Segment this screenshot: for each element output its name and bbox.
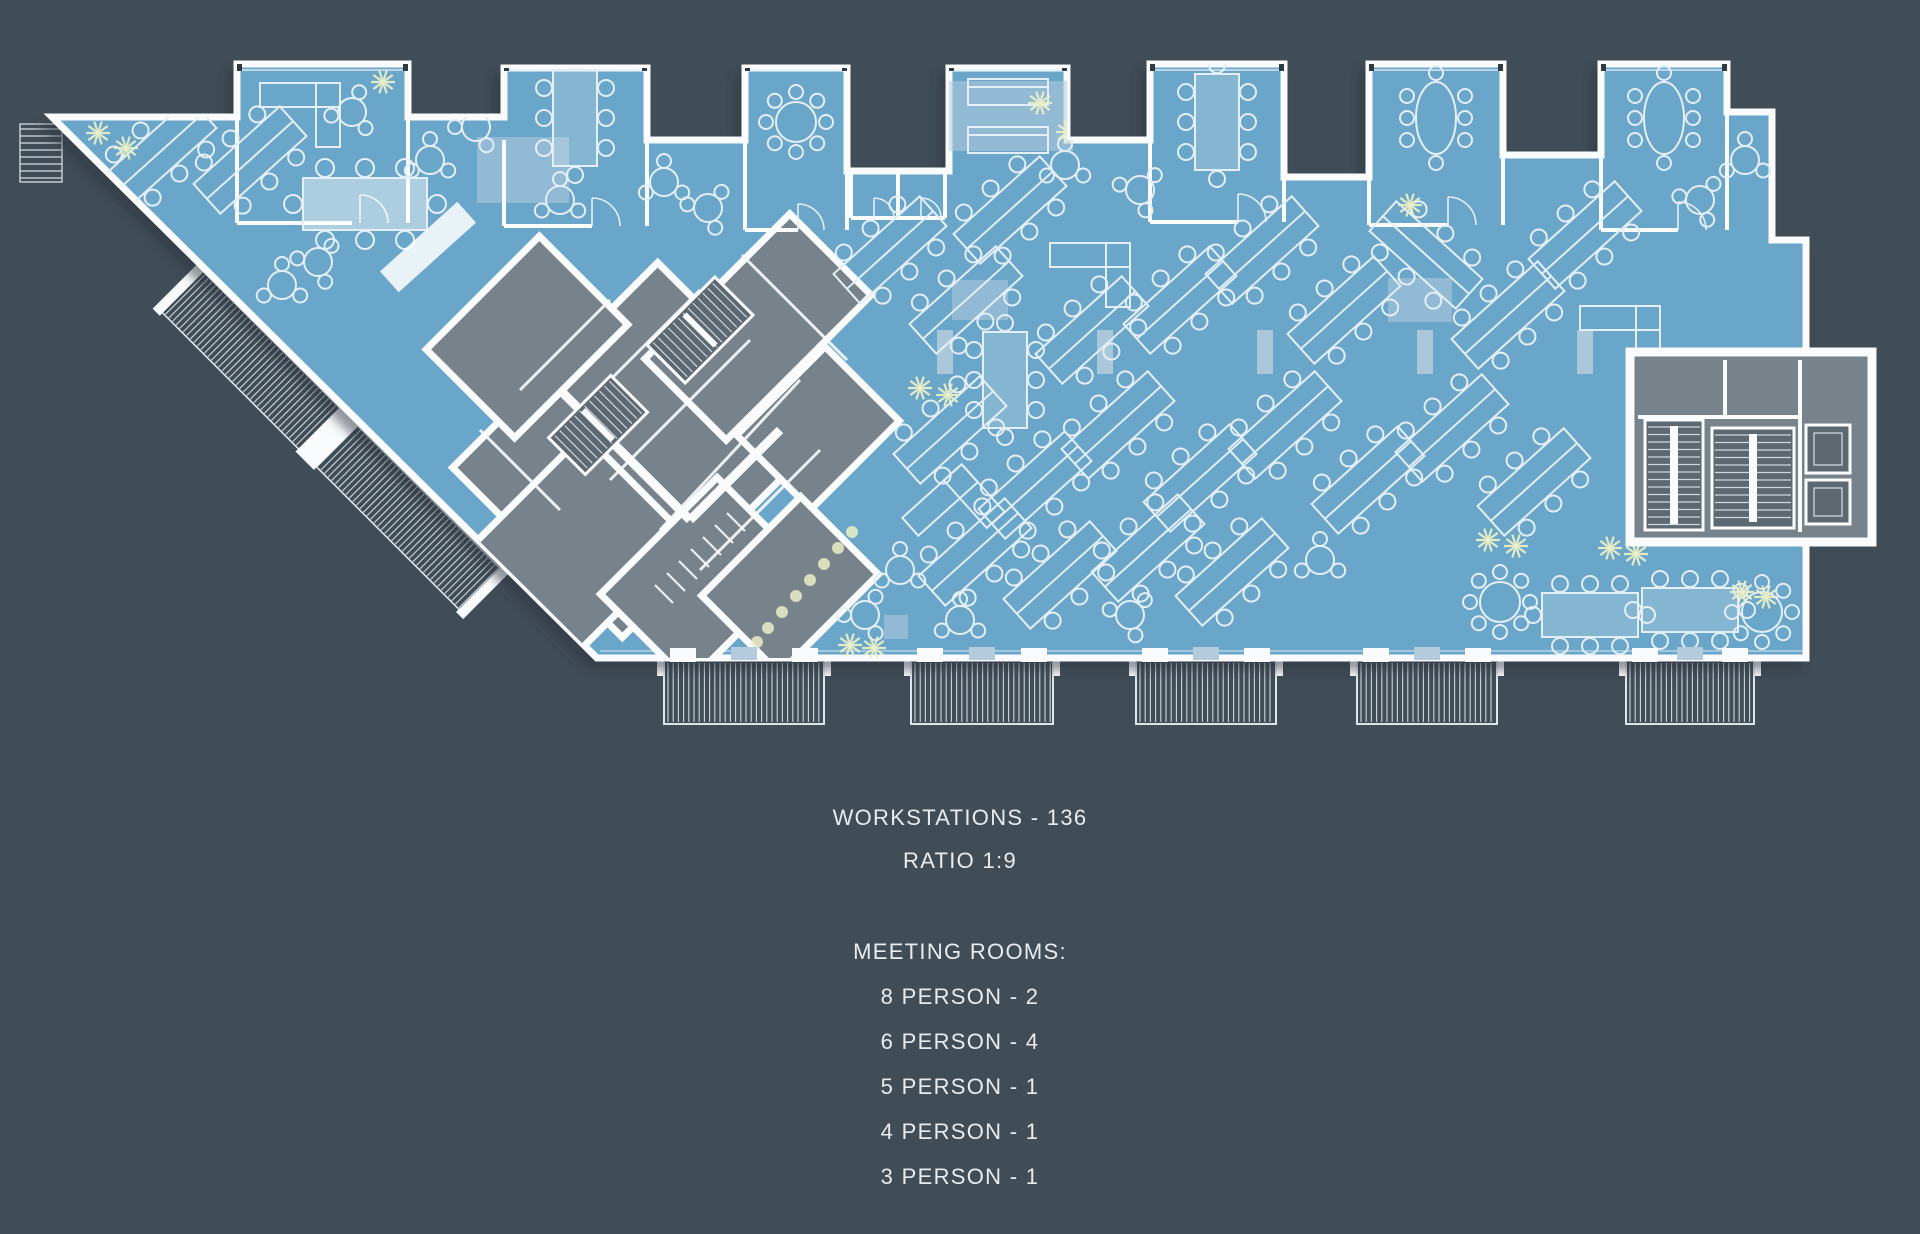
- workstations-count: WORKSTATIONS - 136: [832, 805, 1088, 830]
- meeting-room-stat: 4 PERSON - 1: [880, 1119, 1040, 1144]
- ratio-value: RATIO 1:9: [903, 848, 1017, 873]
- meeting-room-stat: 5 PERSON - 1: [880, 1074, 1040, 1099]
- office-floor-plan: [19, 60, 1877, 725]
- meeting-room-stat: 3 PERSON - 1: [880, 1164, 1040, 1189]
- meeting-room-stat: 6 PERSON - 4: [880, 1029, 1040, 1054]
- plan-statistics: WORKSTATIONS - 136 RATIO 1:9 MEETING ROO…: [0, 807, 1920, 1188]
- meeting-rooms-heading: MEETING ROOMS:: [853, 939, 1067, 964]
- meeting-room-stat: 8 PERSON - 2: [880, 984, 1040, 1009]
